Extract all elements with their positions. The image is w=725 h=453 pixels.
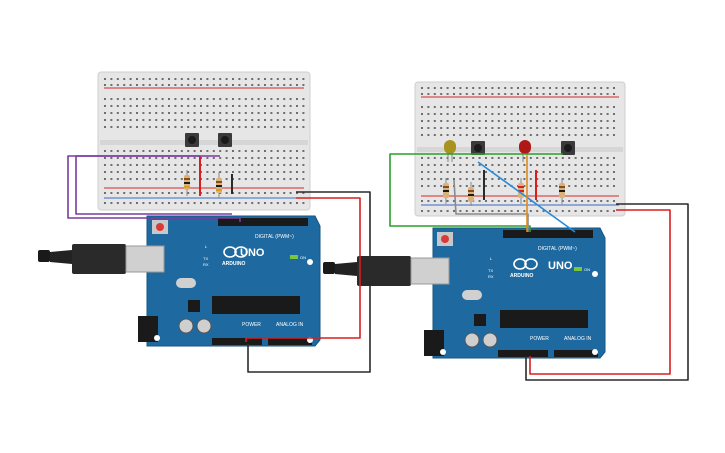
model-label-2: UNO <box>548 260 573 272</box>
power-label-1: POWER <box>242 322 261 328</box>
power-label-2: POWER <box>530 336 549 342</box>
brand-label-1: ARDUINO <box>222 261 245 267</box>
capacitor-1a <box>178 318 194 334</box>
wire-black-gnd-2[interactable] <box>525 203 689 381</box>
arduino-logo-1 <box>223 246 248 258</box>
wire-red-power-2[interactable] <box>529 209 671 375</box>
analog-header-1 <box>268 338 312 345</box>
capacitor-2a <box>464 332 480 348</box>
capacitor-2b <box>482 332 498 348</box>
atmega-chip-2 <box>500 310 588 328</box>
resistor-2d[interactable] <box>559 178 565 204</box>
resistor-2a[interactable] <box>443 178 449 204</box>
rx-label-2: RX <box>488 274 494 279</box>
capacitor-1b <box>196 318 212 334</box>
crystal-2 <box>462 290 482 300</box>
l-label-1: L <box>205 244 208 249</box>
digital-header-label-1: DIGITAL (PWM~) <box>255 234 294 240</box>
breadboard-1[interactable] <box>97 71 311 211</box>
arduino-logo-2 <box>513 258 538 270</box>
wire-green-2[interactable] <box>389 153 563 232</box>
pushbutton-2b[interactable] <box>561 141 575 155</box>
analog-label-1: ANALOG IN <box>276 322 304 328</box>
on-label-2: ON <box>584 267 590 272</box>
digital-header-label-2: DIGITAL (PWM~) <box>538 246 577 252</box>
pushbutton-2a[interactable] <box>471 141 485 155</box>
atmega-chip-1 <box>212 296 300 314</box>
resistor-2b[interactable] <box>468 182 474 206</box>
power-header-1 <box>212 338 262 345</box>
wire-gray-2[interactable] <box>453 179 529 232</box>
digital-header-1 <box>218 218 308 226</box>
tx-label-1: TX <box>203 256 208 261</box>
arduino-uno-2[interactable]: DIGITAL (PWM~) UNO ARDUINO L TX RX ON PO… <box>424 227 606 359</box>
power-header-2 <box>498 350 548 357</box>
crystal-1 <box>176 278 196 288</box>
pushbutton-1b[interactable] <box>218 133 232 147</box>
brand-label-2: ARDUINO <box>510 273 533 279</box>
digital-header-2 <box>503 230 593 238</box>
breadboard-2-holes <box>421 87 615 212</box>
wire-black-gnd-1[interactable] <box>247 191 371 373</box>
pushbutton-1a[interactable] <box>185 133 199 147</box>
analog-header-2 <box>554 350 598 357</box>
usb-cable-1[interactable] <box>38 244 165 274</box>
power-jack-2 <box>424 330 444 356</box>
l-label-2: L <box>490 256 493 261</box>
analog-label-2: ANALOG IN <box>564 336 592 342</box>
on-label-1: ON <box>300 255 306 260</box>
resistor-1a[interactable] <box>184 170 190 196</box>
resistor-1b[interactable] <box>216 172 222 198</box>
wire-purple-2[interactable] <box>75 155 232 215</box>
arduino-uno-1[interactable]: DIGITAL (PWM~) UNO ARDUINO L TX RX ON PO… <box>138 215 321 347</box>
wire-red-power-1[interactable] <box>245 197 361 342</box>
tx-label-2: TX <box>488 268 493 273</box>
rx-label-1: RX <box>203 262 209 267</box>
power-jack-1 <box>138 316 158 342</box>
